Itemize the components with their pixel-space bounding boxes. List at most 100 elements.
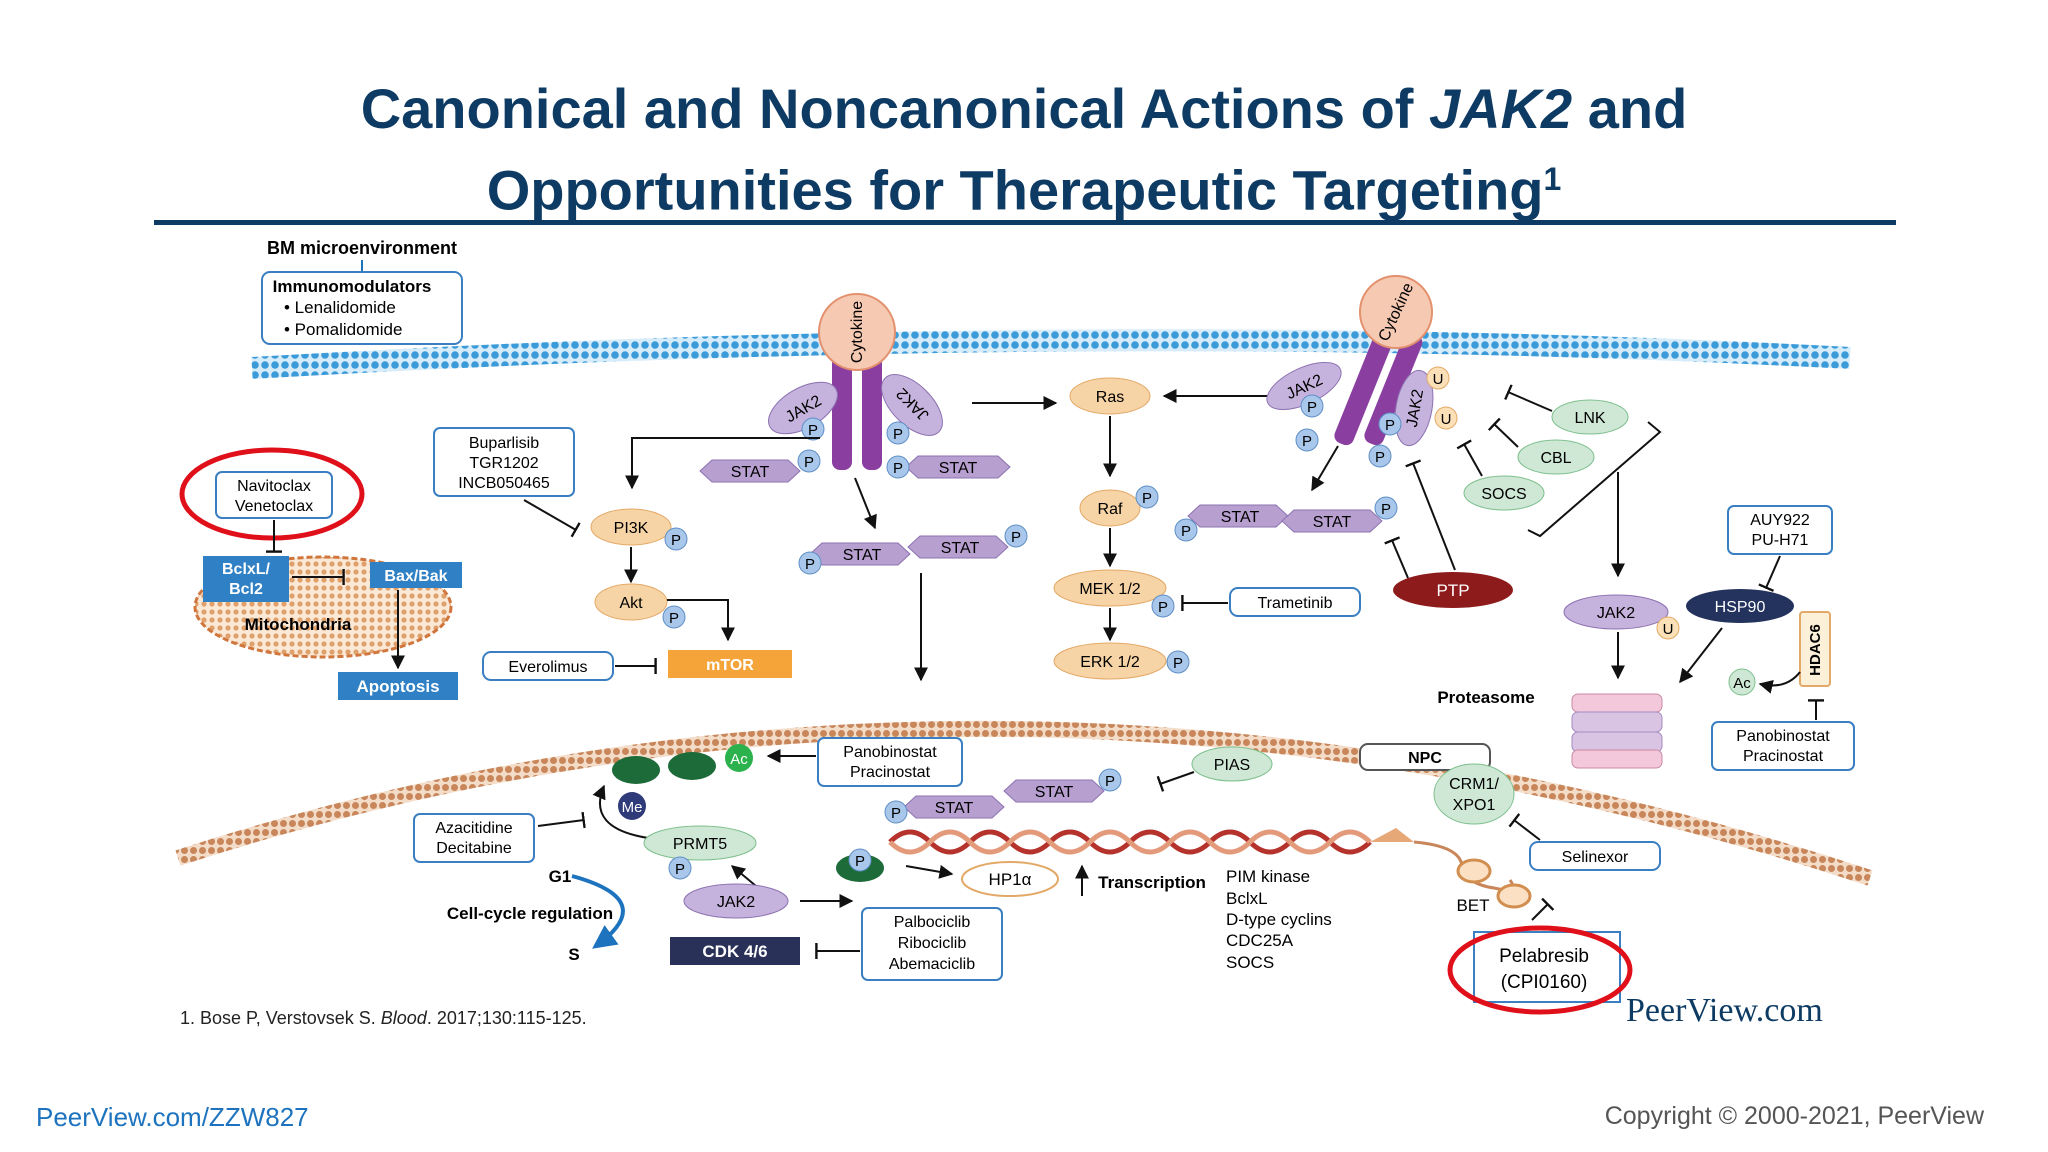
prmt5-node (643, 825, 757, 861)
immunomodulator-pomalidomide: • Pomalidomide (284, 320, 402, 339)
azacitidine-label: Azacitidine (435, 820, 512, 837)
phospho-left-3 (797, 449, 821, 473)
ubiquitin-right-1 (1426, 366, 1450, 390)
proteasome-ring-1 (1571, 693, 1663, 713)
mtor-box (668, 650, 792, 678)
phospho-right-3-label: P (1385, 417, 1395, 434)
phospho-histone (848, 848, 872, 872)
proteasome-ring-2 (1571, 711, 1663, 733)
panobinostat-box-left (817, 737, 963, 787)
everolimus-label: Everolimus (508, 659, 587, 676)
cytokine-label-left: Cytokine (849, 301, 866, 363)
bax-bak-box (370, 562, 462, 588)
bet-bromodomain-1 (1456, 858, 1492, 884)
akt-node (594, 583, 668, 621)
footer-link[interactable]: PeerView.com/ZZW827 (36, 1102, 309, 1133)
raf-node (1079, 489, 1141, 527)
hdac6-box (1799, 611, 1831, 687)
stat-dimer-center-a-label: STAT (843, 547, 882, 564)
nucleosome-1 (612, 756, 660, 784)
cytokine-ball-left (818, 293, 896, 371)
jak2-right-b (1394, 369, 1434, 447)
proteasome-ring-4 (1571, 749, 1663, 769)
cytokine-receptor-right: Cytokine JAK2 JAK2 P P P P U U (1266, 275, 1458, 468)
stat-left-2-label: STAT (939, 460, 978, 477)
inhibit-by-socs (1456, 439, 1483, 477)
acetyl-hsp90 (1728, 668, 1756, 696)
akt-label: Akt (619, 595, 643, 612)
phospho-right-4 (1368, 444, 1392, 468)
immunomodulators-box (261, 271, 463, 345)
slide-title-line-2: Opportunities for Therapeutic Targeting1 (0, 146, 2048, 224)
phospho-right-stat-2 (1374, 496, 1398, 520)
jak2-nuclear-node (683, 883, 789, 919)
ubiquitin-client (1656, 616, 1680, 640)
cell-membrane (251, 329, 1851, 379)
decitabine-label: Decitabine (436, 840, 512, 857)
socs-node (1463, 475, 1545, 511)
arrow-akt-to-mtor (667, 599, 735, 642)
ptp-label: PTP (1436, 581, 1469, 600)
transcription-start-marker (1370, 828, 1414, 842)
stat-dimer-center-b (907, 535, 1009, 559)
navitoclax-venetoclax-box (215, 471, 333, 519)
proteasome-label: Proteasome (1437, 688, 1534, 707)
inhibit-hsp90 (1758, 555, 1781, 592)
transcription-label: Transcription (1098, 873, 1206, 892)
phospho-pi3k-label: P (671, 532, 681, 549)
phospho-left-1-label: P (808, 422, 818, 439)
pracinostat-right-label: Pracinostat (1743, 748, 1824, 765)
erk-label: ERK 1/2 (1080, 654, 1140, 671)
arrow-prmt5-to-methylation (592, 784, 649, 839)
selinexor-label: Selinexor (1562, 849, 1629, 866)
hypomethylating-agents-box (413, 813, 535, 863)
cbl-node (1517, 439, 1595, 475)
dna-helix (888, 829, 1372, 855)
everolimus-box (482, 651, 614, 681)
stat-right-2-label: STAT (1313, 514, 1352, 531)
stat-left-1-label: STAT (731, 464, 770, 481)
phospho-right-1 (1300, 394, 1324, 418)
target-gene-bclxl: BclxL (1226, 889, 1268, 908)
apoptosis-label: Apoptosis (356, 677, 439, 696)
mek-label: MEK 1/2 (1079, 581, 1140, 598)
jak2-nuclear-label: JAK2 (717, 894, 755, 911)
apoptosis-box (338, 672, 458, 700)
phospho-left-2 (886, 421, 910, 445)
bclxl-bcl2-box (203, 556, 289, 602)
panobinostat-right-label: Panobinostat (1736, 728, 1830, 745)
phospho-erk (1166, 650, 1190, 674)
arrow-hsp90-to-proteasome (1679, 627, 1723, 684)
cdk46-box (670, 937, 800, 965)
hp1a-node (961, 861, 1059, 897)
inhibit-bet (1531, 897, 1555, 921)
cdk46-label: CDK 4/6 (702, 942, 767, 961)
pi3k-inhibitor-tgr1202: TGR1202 (469, 455, 538, 472)
phospho-mek (1151, 594, 1175, 618)
inhibit-jak2-by-ptp (1405, 459, 1456, 571)
mitochondria-label: Mitochondria (245, 615, 352, 634)
jak2-client-label: JAK2 (1597, 605, 1635, 622)
reference-details: . 2017;130:115-125. (426, 1008, 587, 1028)
inhibit-by-cbl (1487, 417, 1519, 448)
methyl-mark (618, 792, 646, 820)
phospho-right-2-label: P (1302, 433, 1312, 450)
phospho-right-4-label: P (1375, 449, 1385, 466)
phospho-left-1 (801, 417, 825, 441)
pi3k-label: PI3K (614, 520, 649, 537)
ubiquitin-client-label: U (1663, 621, 1674, 638)
hsp90-label: HSP90 (1715, 599, 1766, 616)
target-gene-cyclins: D-type cyclins (1226, 910, 1332, 929)
arrow-right-receptor-to-stat (1311, 445, 1339, 492)
phospho-nuclear-1 (1098, 768, 1122, 792)
reference-citation: 1. Bose P, Verstovsek S. Blood. 2017;130… (180, 1008, 587, 1029)
hsp90-node (1686, 589, 1794, 623)
inhibit-crm1 (1508, 813, 1541, 841)
ubiquitin-right-1-label: U (1433, 371, 1444, 388)
peerview-logo-text: PeerView.com (1626, 992, 1823, 1029)
proteasome-shape (1571, 693, 1663, 769)
cbl-label: CBL (1540, 450, 1571, 467)
footer-link-text[interactable]: PeerView.com/ZZW827 (36, 1102, 309, 1132)
